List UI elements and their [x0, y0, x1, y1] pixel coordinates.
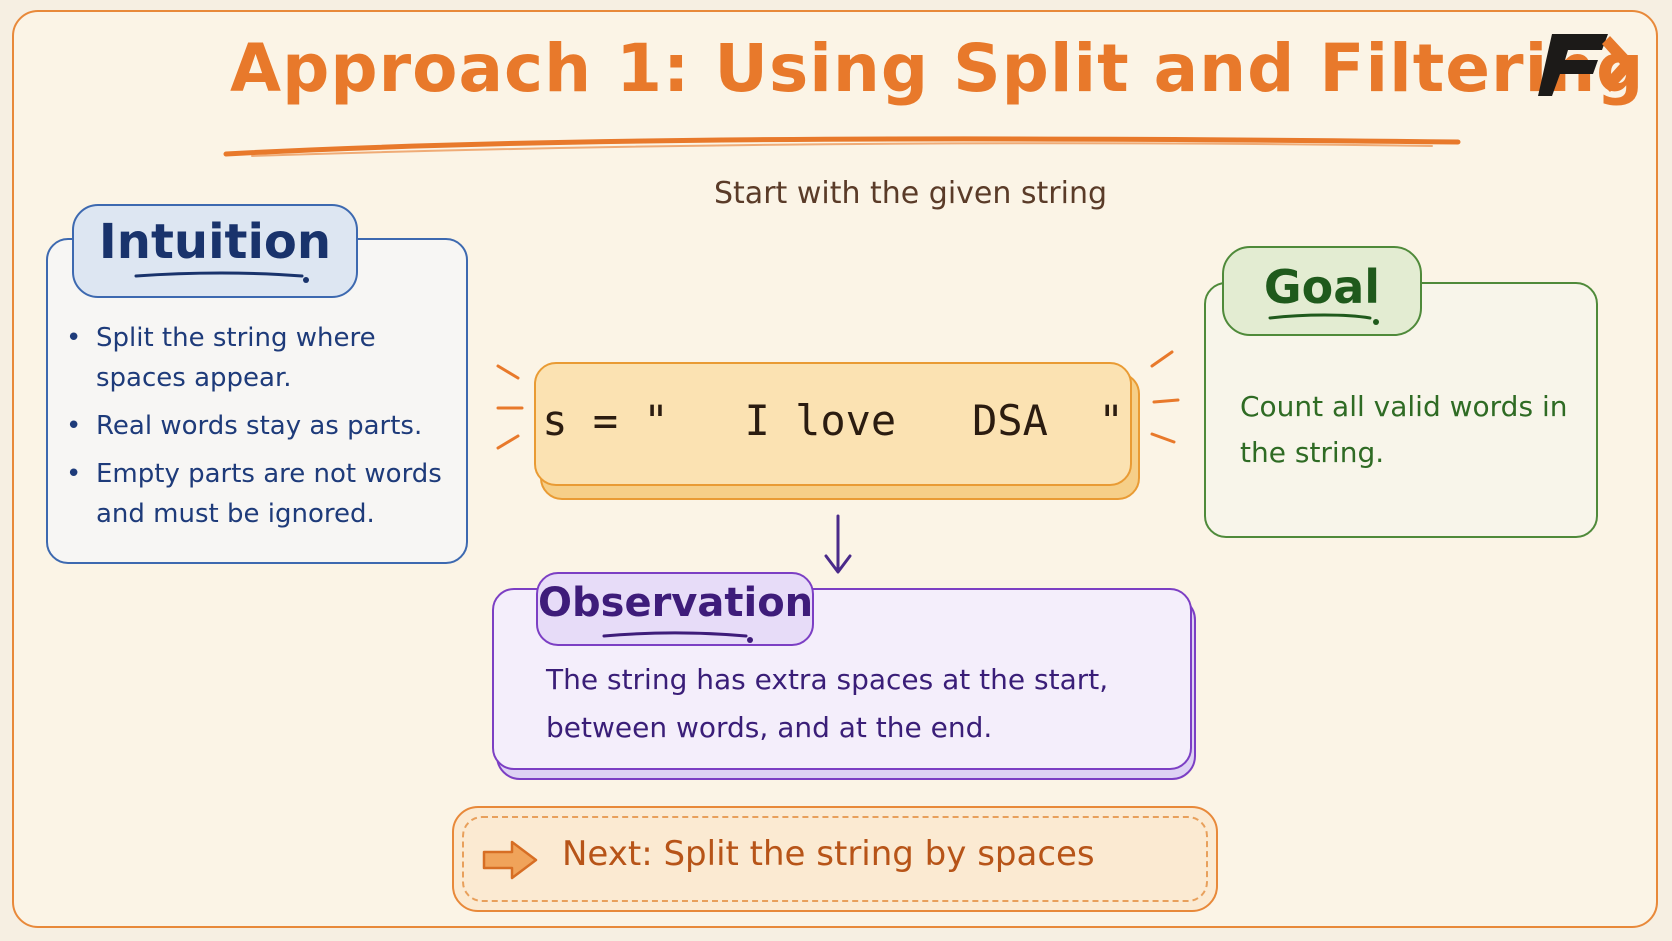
observation-tab: Observation — [536, 572, 814, 646]
intuition-underline — [134, 271, 309, 283]
down-arrow-icon — [824, 514, 852, 574]
intuition-bullet: Empty parts are not words and must be ig… — [66, 454, 466, 534]
title-underline — [223, 136, 1461, 157]
next-step-box — [452, 806, 1218, 912]
goal-underline — [1268, 313, 1379, 325]
intuition-heading: Intuition — [98, 214, 332, 270]
intuition-bullets: Split the string where spaces appear. Re… — [66, 318, 466, 542]
goal-heading: Goal — [1263, 260, 1381, 314]
goal-tab: Goal — [1222, 246, 1422, 336]
next-step-dashed-border — [462, 816, 1208, 902]
subtitle: Start with the given string — [714, 176, 1108, 211]
intuition-tab: Intuition — [72, 204, 358, 298]
observation-heading: Observation — [538, 580, 814, 626]
string-value: s = " I love DSA " — [542, 396, 1124, 445]
intuition-bullet: Split the string where spaces appear. — [66, 318, 466, 398]
intuition-bullet: Real words stay as parts. — [66, 406, 466, 446]
observation-text: The string has extra spaces at the start… — [546, 663, 1109, 744]
left-sparkle-icon — [496, 364, 524, 450]
observation-underline — [602, 631, 753, 643]
page-title: Approach 1: Using Split and Filtering — [230, 30, 1645, 107]
right-sparkle-icon — [1150, 350, 1180, 444]
next-step-text: Next: Split the string by spaces — [562, 834, 1095, 874]
string-box: s = " I love DSA " — [534, 362, 1132, 486]
right-arrow-icon — [482, 840, 538, 880]
brand-logo-icon — [1538, 34, 1636, 96]
goal-text: Count all valid words in the string. — [1240, 390, 1568, 469]
